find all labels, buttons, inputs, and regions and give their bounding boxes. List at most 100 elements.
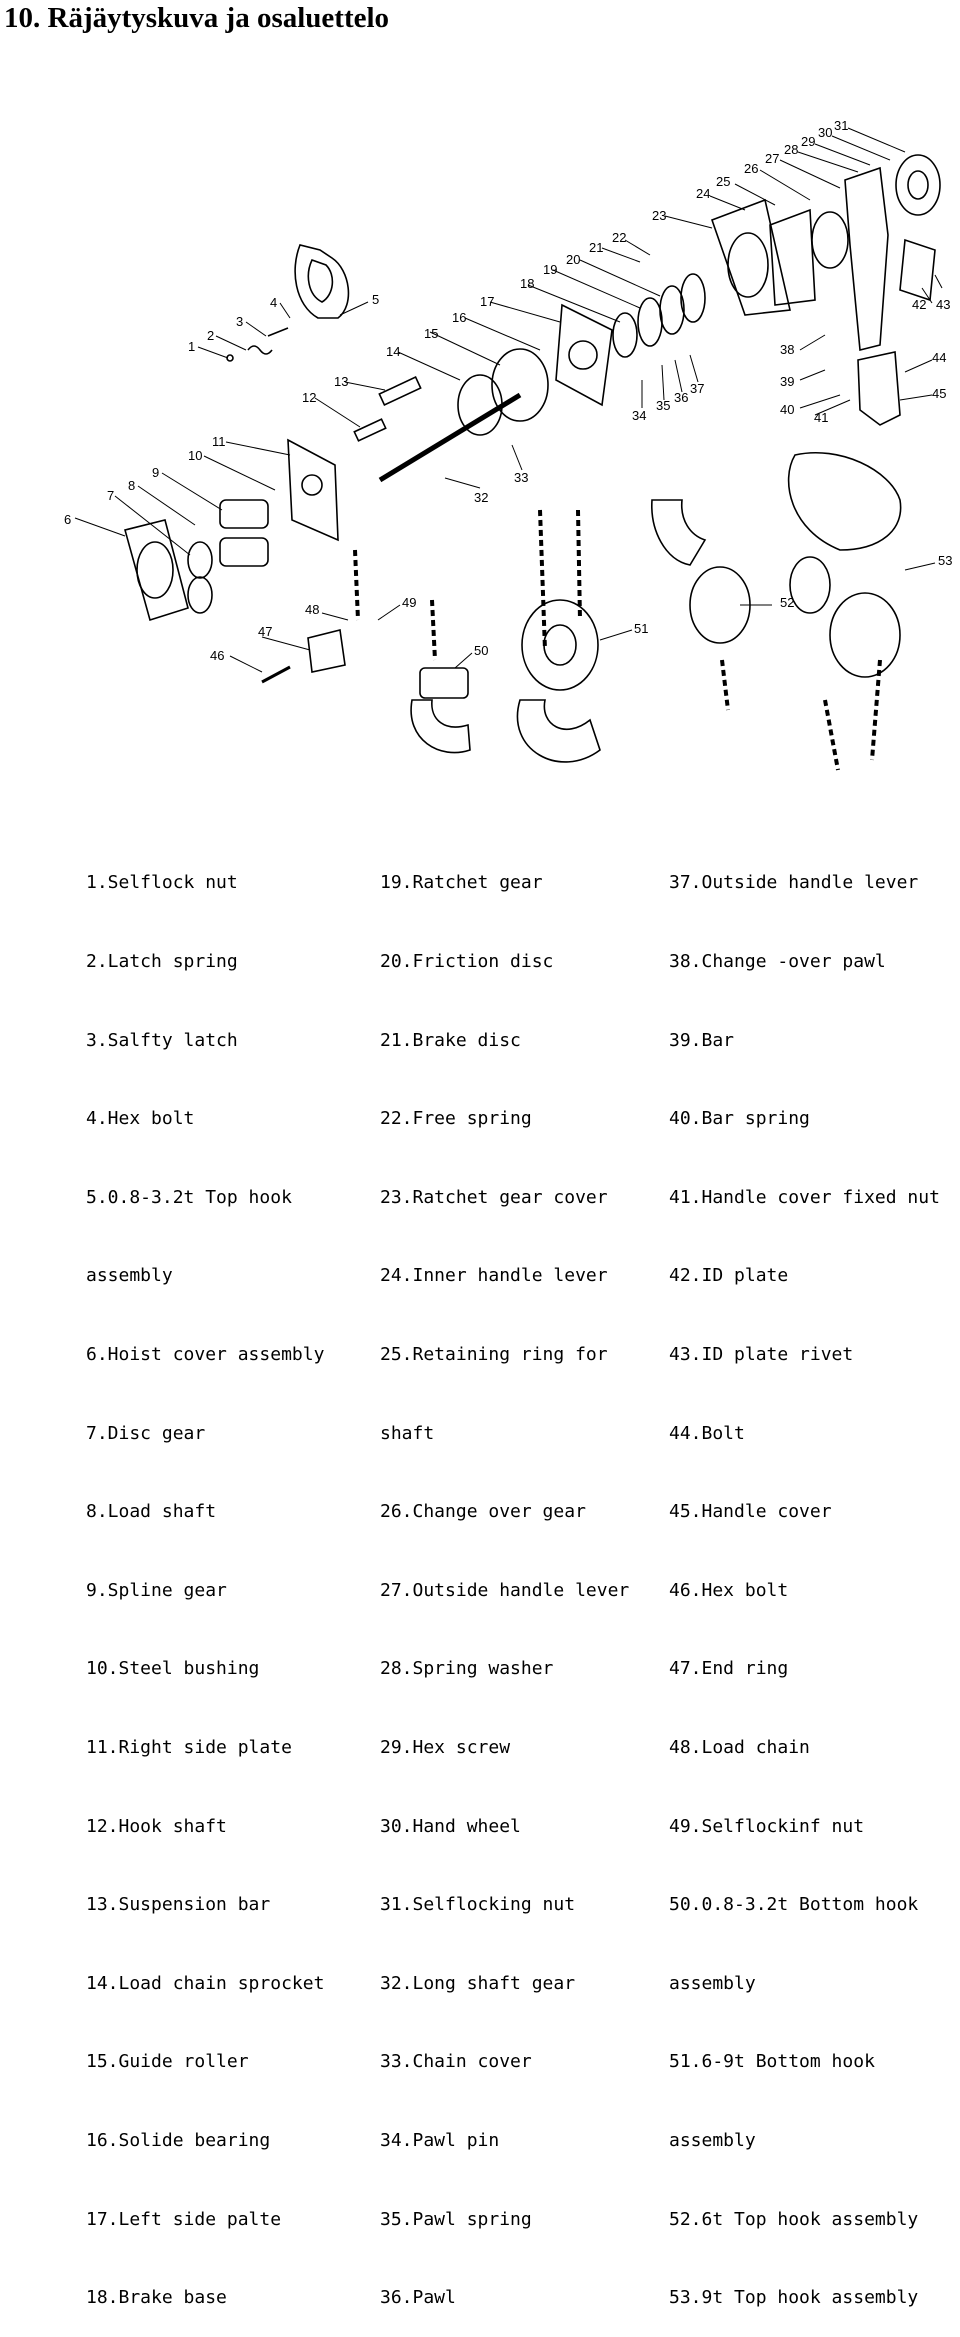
part-item: 22.Free spring	[380, 1108, 532, 1130]
callout-9: 9	[152, 465, 159, 480]
part-item: 44.Bolt	[669, 1422, 745, 1444]
callout-11: 11	[212, 434, 226, 449]
part-item: 4.Hex bolt	[86, 1108, 195, 1130]
part-item: 42.ID plate	[669, 1265, 789, 1287]
callout-4: 4	[270, 295, 277, 310]
part-item: 41.Handle cover fixed nut	[669, 1186, 940, 1208]
callout-37: 37	[690, 381, 704, 396]
callout-50: 50	[474, 643, 488, 658]
callout-52: 52	[780, 595, 794, 610]
callout-27: 27	[765, 151, 779, 166]
part-item: 11.Right side plate	[86, 1736, 292, 1758]
callout-30: 30	[818, 125, 832, 140]
part-item: 20.Friction disc	[380, 951, 554, 972]
top-hook-drawing	[294, 244, 350, 319]
callout-8: 8	[128, 478, 135, 493]
part-item: 53.9t Top hook assembly	[669, 2287, 919, 2309]
callout-15: 15	[424, 326, 438, 341]
part-item: shaft	[380, 1422, 435, 1444]
part-item: 33.Chain cover	[380, 2051, 532, 2073]
callout-22: 22	[612, 230, 626, 245]
part-item: 16.Solide bearing	[86, 2129, 271, 2151]
callout-7: 7	[107, 488, 114, 503]
callout-53: 53	[938, 553, 952, 568]
callout-24: 24	[696, 186, 710, 201]
callout-33: 33	[514, 470, 528, 485]
callout-25: 25	[716, 174, 730, 189]
part-item: 6.Hoist cover assembly	[86, 1343, 325, 1365]
part-item: 2.Latch spring	[86, 951, 238, 972]
part-item: 25.Retaining ring for	[380, 1343, 608, 1365]
callout-51: 51	[634, 621, 648, 636]
callout-43: 43	[936, 297, 950, 312]
part-item: 45.Handle cover	[669, 1501, 832, 1523]
part-item: 49.Selflockinf nut	[669, 1815, 865, 1837]
part-item: 36.Pawl	[380, 2287, 456, 2309]
part-item: 18.Brake base	[86, 2287, 227, 2309]
callout-46: 46	[210, 648, 224, 663]
parts-list-column-3: 37.Outside handle lever 38.Change -over …	[669, 818, 940, 2337]
callout-49: 49	[402, 595, 416, 610]
part-item: 10.Steel bushing	[86, 1658, 260, 1680]
callout-16: 16	[452, 310, 466, 325]
part-item: 26.Change over gear	[380, 1501, 586, 1523]
part-item: 39.Bar	[669, 1029, 735, 1051]
part-item: 38.Change -over pawl	[669, 951, 886, 972]
parts-list-column-2: 19.Ratchet gear 20.Friction disc 21.Brak…	[380, 818, 629, 2337]
part-item: 15.Guide roller	[86, 2051, 249, 2073]
part-item: 7.Disc gear	[86, 1422, 206, 1444]
callout-42: 42	[912, 297, 926, 312]
part-item: 35.Pawl spring	[380, 2208, 532, 2230]
part-item: 28.Spring washer	[380, 1658, 554, 1680]
page-title: 10. Räjäytyskuva ja osaluettelo	[4, 2, 390, 34]
callout-2: 2	[207, 328, 214, 343]
part-item: 8.Load shaft	[86, 1501, 217, 1523]
part-item: 48.Load chain	[669, 1736, 810, 1758]
callout-36: 36	[674, 390, 688, 405]
part-item: 12.Hook shaft	[86, 1815, 227, 1837]
callout-14: 14	[386, 344, 400, 359]
part-item: 51.6-9t Bottom hook	[669, 2051, 875, 2073]
exploded-view-drawing: 1 2 3 4 5 6 7 8 9 10 11 12 13 14 15 16 1…	[64, 118, 952, 771]
callout-19: 19	[543, 262, 557, 277]
part-item: 46.Hex bolt	[669, 1579, 789, 1601]
part-item: 3.Salfty latch	[86, 1029, 238, 1051]
part-item: 14.Load chain sprocket	[86, 1972, 325, 1994]
callout-28: 28	[784, 142, 798, 157]
part-item: 9.Spline gear	[86, 1579, 227, 1601]
callout-35: 35	[656, 398, 670, 413]
part-item: 1.Selflock nut	[86, 872, 238, 894]
part-item: 37.Outside handle lever	[669, 872, 919, 894]
part-item: 47.End ring	[669, 1658, 789, 1680]
part-item: 50.0.8-3.2t Bottom hook	[669, 1894, 919, 1916]
callout-34: 34	[632, 408, 646, 423]
callout-5: 5	[372, 292, 379, 307]
callout-13: 13	[334, 374, 348, 389]
part-item: 5.0.8-3.2t Top hook	[86, 1186, 292, 1208]
part-item: assembly	[669, 2129, 756, 2151]
callout-44: 44	[932, 350, 946, 365]
callout-20: 20	[566, 252, 580, 267]
callout-3: 3	[236, 314, 243, 329]
parts-list-column-1: 1.Selflock nut 2.Latch spring 3.Salfty l…	[86, 818, 324, 2337]
callout-10: 10	[188, 448, 202, 463]
part-item: 24.Inner handle lever	[380, 1265, 608, 1287]
part-item: 19.Ratchet gear	[380, 872, 543, 894]
exploded-view-diagram: 1 2 3 4 5 6 7 8 9 10 11 12 13 14 15 16 1…	[0, 60, 960, 800]
part-item: 31.Selflocking nut	[380, 1894, 576, 1916]
part-item: 34.Pawl pin	[380, 2129, 500, 2151]
callout-23: 23	[652, 208, 666, 223]
callout-45: 45	[932, 386, 946, 401]
part-item: 21.Brake disc	[380, 1029, 521, 1051]
part-item: assembly	[86, 1265, 173, 1287]
part-item: assembly	[669, 1972, 756, 1994]
callout-47: 47	[258, 624, 272, 639]
callout-6: 6	[64, 512, 71, 527]
callout-38: 38	[780, 342, 794, 357]
callout-48: 48	[305, 602, 319, 617]
part-item: 29.Hex screw	[380, 1736, 511, 1758]
callout-31: 31	[834, 118, 848, 133]
part-item: 30.Hand wheel	[380, 1815, 521, 1837]
part-item: 40.Bar spring	[669, 1108, 810, 1130]
part-item: 52.6t Top hook assembly	[669, 2208, 919, 2230]
